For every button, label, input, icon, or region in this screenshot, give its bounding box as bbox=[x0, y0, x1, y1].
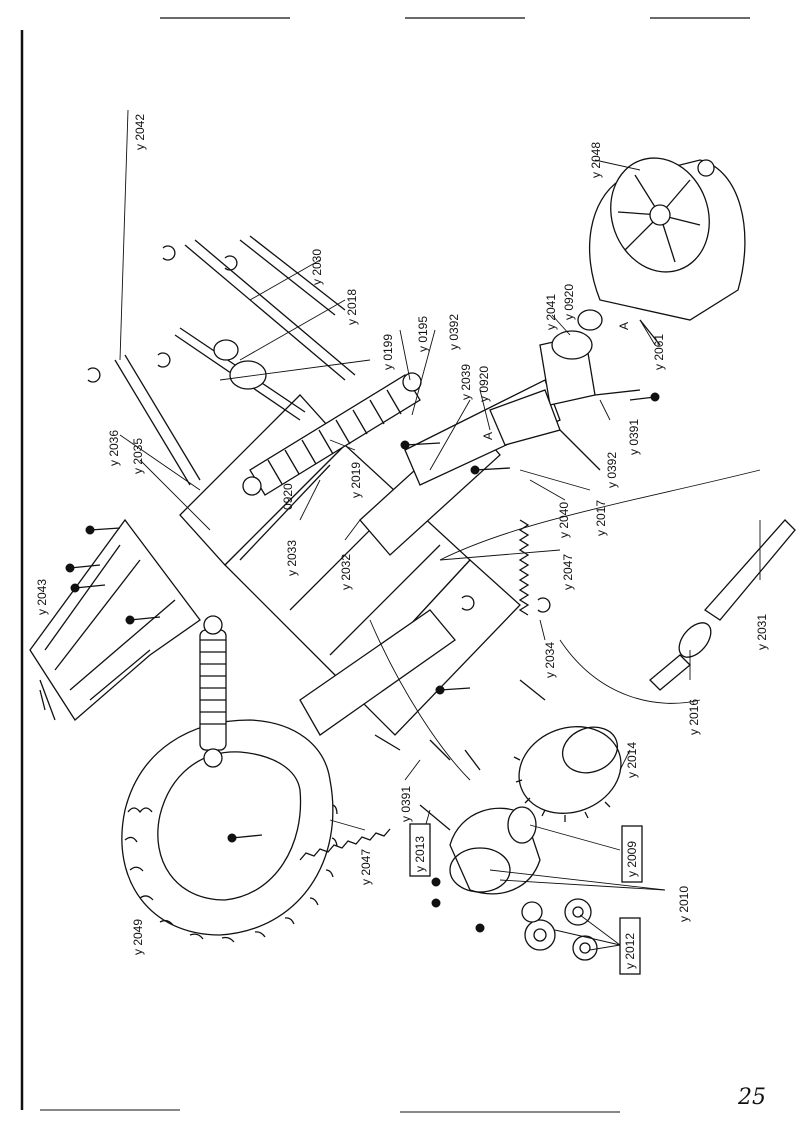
callouts: A A 0920 bbox=[281, 322, 631, 510]
label-y2019: y 2019 bbox=[349, 462, 363, 498]
callout-A-left: A bbox=[481, 432, 495, 440]
callout-0920-partial: 0920 bbox=[281, 483, 295, 510]
label-y0392-right: y 0392 bbox=[605, 452, 619, 488]
label-y2040: y 2040 bbox=[557, 502, 571, 538]
label-y2012: y 2012 bbox=[623, 933, 637, 969]
label-y2032: y 2032 bbox=[339, 554, 353, 590]
label-y2061: y 2061 bbox=[652, 334, 666, 370]
label-y2009: y 2009 bbox=[625, 841, 639, 877]
cables bbox=[369, 469, 761, 781]
label-y0195: y 0195 bbox=[416, 316, 430, 352]
label-y2033: y 2033 bbox=[285, 540, 299, 576]
label-y2018: y 2018 bbox=[345, 289, 359, 325]
spring-y2047 bbox=[299, 519, 530, 861]
page-number: 25 bbox=[737, 1085, 766, 1110]
rear-wheel-y2048 bbox=[588, 157, 746, 346]
label-y2047-right: y 2047 bbox=[561, 554, 575, 590]
label-y2014: y 2014 bbox=[625, 742, 639, 778]
label-y2042: y 2042 bbox=[133, 114, 147, 150]
label-y2047-bottom: y 2047 bbox=[359, 849, 373, 885]
drive-shaft-y2031 bbox=[649, 519, 796, 691]
label-y0920-mid: y 0920 bbox=[477, 366, 491, 402]
label-y2010: y 2010 bbox=[677, 886, 691, 922]
label-y0391-right: y 0391 bbox=[627, 419, 641, 455]
label-y0199: y 0199 bbox=[381, 334, 395, 370]
e-clips bbox=[87, 245, 551, 613]
rear-shock-y0199 bbox=[242, 372, 422, 496]
label-y2030: y 2030 bbox=[310, 249, 324, 285]
label-y2048: y 2048 bbox=[589, 142, 603, 178]
screws bbox=[65, 392, 660, 933]
label-y2035: y 2035 bbox=[131, 438, 145, 474]
part-labels: y 2042 y 2048 y 2030 y 2018 y 0199 y 019… bbox=[35, 114, 769, 955]
label-y2016: y 2016 bbox=[687, 699, 701, 735]
label-y2039: y 2039 bbox=[459, 364, 473, 400]
callout-A-right: A bbox=[617, 322, 631, 330]
label-y2034: y 2034 bbox=[543, 642, 557, 678]
label-y2036: y 2036 bbox=[107, 430, 121, 466]
label-y2017: y 2017 bbox=[594, 500, 608, 536]
label-y2041: y 2041 bbox=[544, 294, 558, 330]
boxed-labels: y 2013 y 2009 y 2012 bbox=[409, 823, 643, 975]
suspension-rods bbox=[114, 235, 356, 486]
ring-gear-y2014 bbox=[513, 726, 622, 822]
hub-carrier-y2041 bbox=[489, 309, 641, 471]
label-y2049: y 2049 bbox=[131, 919, 145, 955]
differential-y2009 bbox=[449, 806, 541, 895]
label-y0391-bottom: y 0391 bbox=[399, 786, 413, 822]
front-bumper-y2043 bbox=[29, 518, 201, 721]
rear-tire-y2049 bbox=[121, 719, 338, 943]
label-y0392-top: y 0392 bbox=[447, 314, 461, 350]
label-y0920-top: y 0920 bbox=[562, 284, 576, 320]
label-y2031: y 2031 bbox=[755, 614, 769, 650]
pinion-gears-y2012 bbox=[521, 898, 598, 961]
page-border bbox=[20, 17, 750, 1113]
label-y2043: y 2043 bbox=[35, 579, 49, 615]
leader-lines bbox=[119, 109, 761, 951]
front-shock bbox=[199, 615, 227, 768]
label-y2013: y 2013 bbox=[413, 836, 427, 872]
